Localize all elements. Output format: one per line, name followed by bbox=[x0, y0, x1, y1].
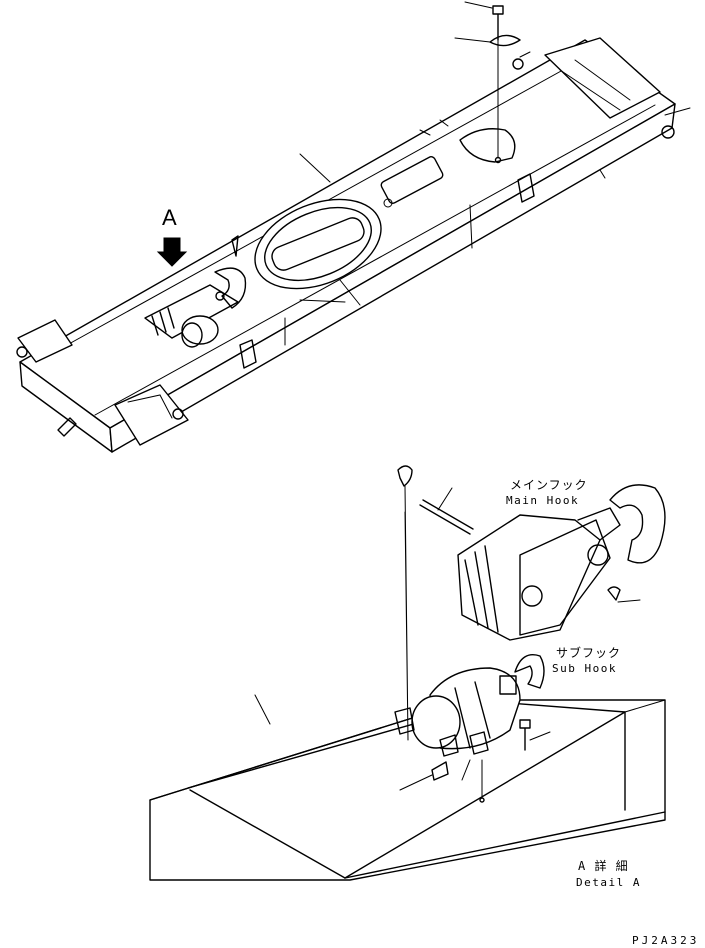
detail-label-en: Detail A bbox=[576, 876, 641, 889]
main-hook-label-en: Main Hook bbox=[506, 494, 580, 507]
drawing-code: PJ2A323 bbox=[632, 934, 700, 947]
sub-hook-detail bbox=[394, 654, 551, 803]
truck-frame bbox=[16, 1, 691, 453]
sub-hook-label-en: Sub Hook bbox=[552, 662, 617, 675]
detail-label-jp: A 詳 細 bbox=[578, 859, 629, 873]
hook-assembly-on-frame bbox=[144, 235, 247, 348]
sub-hook-label-jp: サブフック bbox=[556, 646, 622, 660]
main-hook-detail bbox=[457, 484, 666, 641]
detail-pin bbox=[397, 465, 474, 741]
view-marker-label: A bbox=[162, 205, 177, 230]
main-hook-label-jp: メインフック bbox=[510, 478, 588, 492]
view-arrow bbox=[156, 237, 188, 267]
